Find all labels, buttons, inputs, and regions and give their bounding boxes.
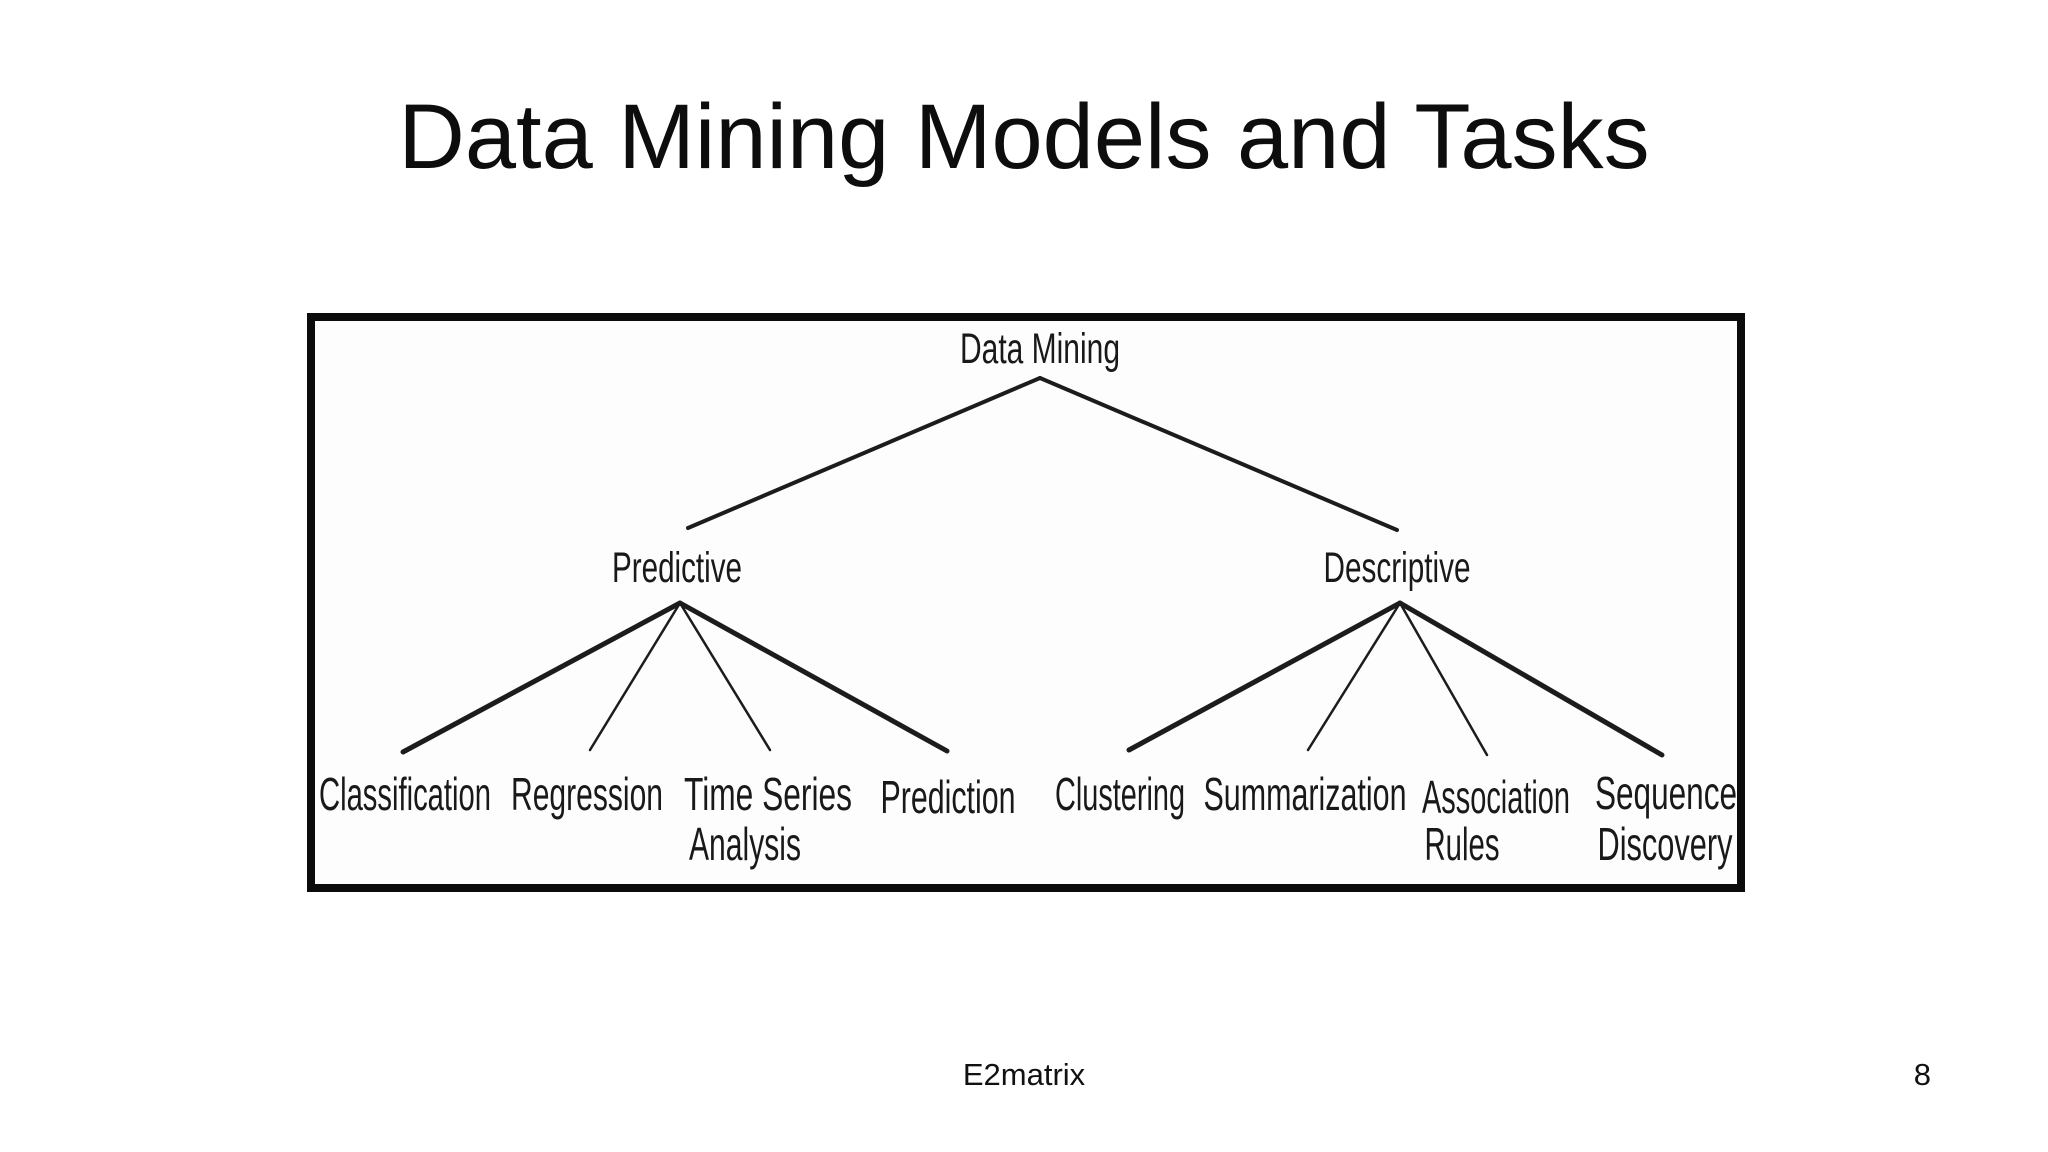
node-predictive: Predictive <box>612 544 742 592</box>
leaf-association-line1: Association <box>1422 771 1570 823</box>
diagram-frame: Data Mining Predictive Descriptive Class… <box>307 313 1745 892</box>
leaf-regression: Regression <box>511 768 663 820</box>
edge-predictive-prediction <box>677 600 950 754</box>
edge-descriptive-association <box>1398 601 1489 757</box>
node-data-mining: Data Mining <box>960 325 1120 373</box>
leaf-time-series-line2: Analysis <box>689 818 801 870</box>
edge-root-predictive <box>686 376 1042 530</box>
leaf-association-line2: Rules <box>1425 818 1500 870</box>
leaf-time-series-line1: Time Series <box>684 768 852 820</box>
edge-descriptive-sequence <box>1397 600 1665 758</box>
page-number: 8 <box>1913 1057 1931 1092</box>
leaf-sequence-line2: Discovery <box>1598 818 1733 870</box>
slide-title: Data Mining Models and Tasks <box>398 86 1650 188</box>
edge-descriptive-clustering <box>1126 600 1403 753</box>
edge-descriptive-summarization <box>1306 601 1402 752</box>
leaf-clustering: Clustering <box>1055 768 1185 820</box>
leaf-sequence-line1: Sequence <box>1595 767 1737 819</box>
node-descriptive: Descriptive <box>1324 544 1471 592</box>
leaf-summarization: Summarization <box>1204 768 1407 820</box>
edge-root-descriptive <box>1038 376 1399 532</box>
leaf-prediction: Prediction <box>881 771 1016 823</box>
leaf-classification: Classification <box>319 768 491 820</box>
edge-predictive-time-series <box>678 601 772 752</box>
footer-text: E2matrix <box>962 1057 1086 1092</box>
tree-edges <box>400 376 1665 758</box>
edge-predictive-classification <box>400 600 683 755</box>
tree-diagram: Data Mining Predictive Descriptive Class… <box>319 325 1737 870</box>
edge-predictive-regression <box>588 601 682 752</box>
